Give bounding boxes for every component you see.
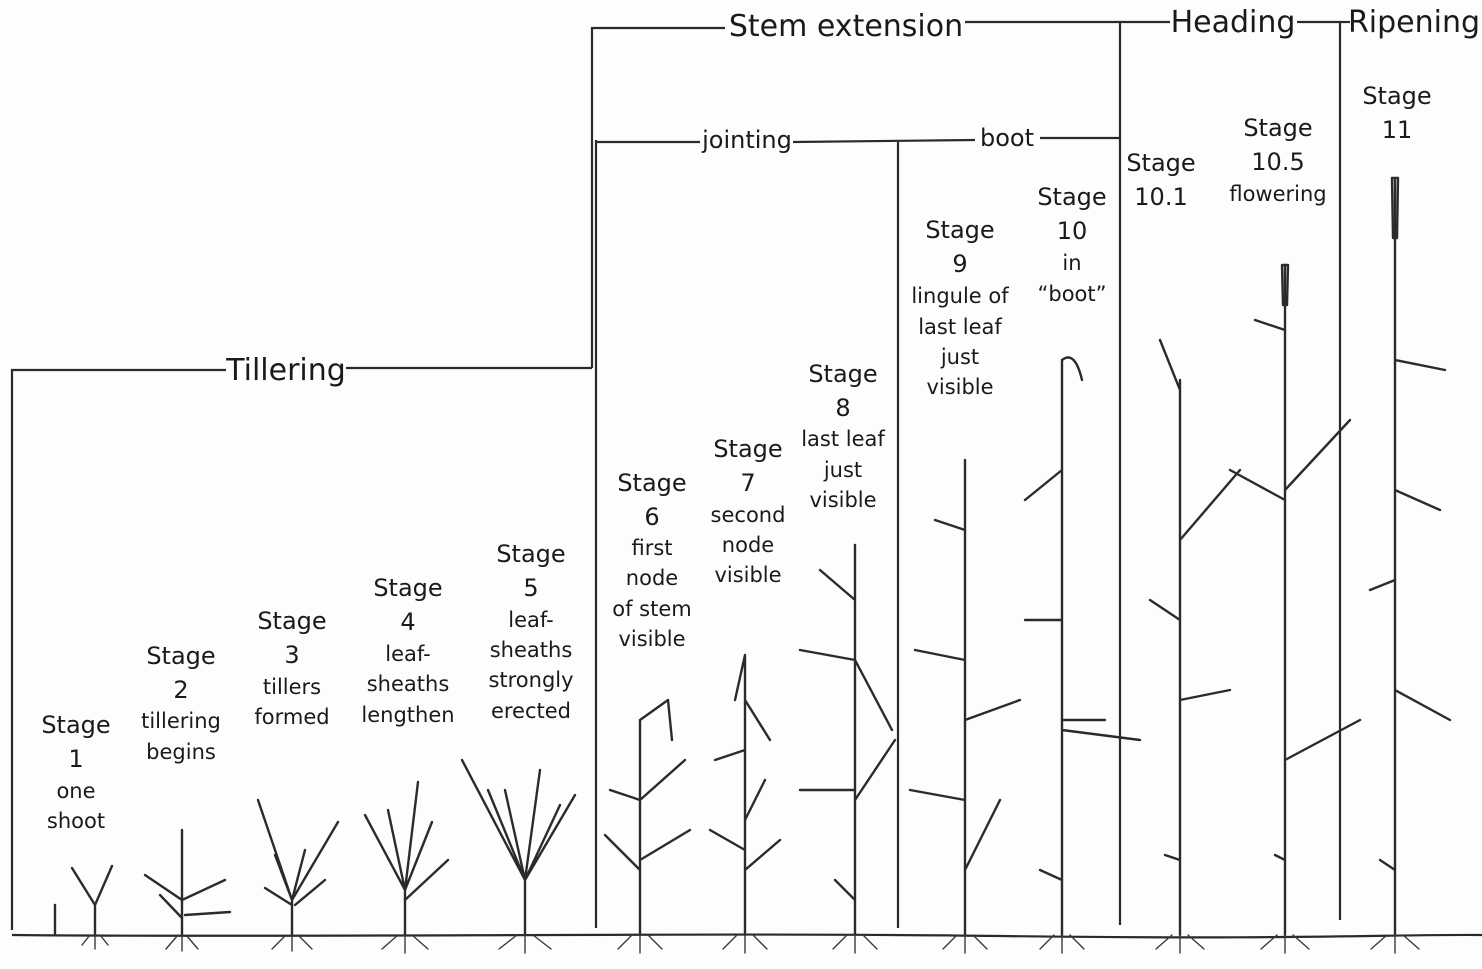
plant-stage-10-1	[1150, 340, 1240, 953]
svg-text:flowering: flowering	[1229, 182, 1326, 206]
svg-text:one: one	[56, 779, 95, 803]
svg-text:Stage: Stage	[713, 435, 782, 463]
plant-stage-4	[365, 782, 448, 953]
stage-4-label: Stage 4 leaf- sheaths lengthen	[361, 574, 454, 727]
svg-text:visible: visible	[809, 488, 876, 512]
ground-line	[12, 935, 1482, 938]
stage-10-1-label: Stage 10.1	[1126, 149, 1195, 211]
phase-ripening: Ripening	[1348, 5, 1480, 40]
svg-text:lengthen: lengthen	[361, 703, 454, 727]
svg-text:strongly: strongly	[488, 668, 573, 692]
svg-text:visible: visible	[618, 627, 685, 651]
svg-text:in: in	[1062, 251, 1081, 275]
phase-heading: Heading	[1171, 5, 1296, 40]
plant-stage-2	[145, 830, 230, 951]
stage-6-label: Stage 6 first node of stem visible	[612, 469, 691, 651]
svg-text:7: 7	[740, 469, 755, 497]
svg-text:10.1: 10.1	[1134, 183, 1187, 211]
svg-text:Stage: Stage	[257, 607, 326, 635]
svg-text:leaf-: leaf-	[385, 642, 430, 666]
svg-text:formed: formed	[254, 705, 329, 729]
svg-text:node: node	[626, 566, 678, 590]
plant-stage-7	[710, 655, 780, 953]
stage-1-label: Stage 1 one shoot	[41, 711, 110, 833]
svg-text:Stage: Stage	[146, 642, 215, 670]
stage-8-label: Stage 8 last leaf just visible	[801, 360, 885, 512]
svg-text:visible: visible	[926, 375, 993, 399]
svg-text:1: 1	[68, 745, 83, 773]
svg-text:4: 4	[400, 608, 415, 636]
svg-text:tillering: tillering	[141, 709, 221, 733]
plant-stage-9	[910, 460, 1020, 953]
svg-text:Stage: Stage	[1037, 183, 1106, 211]
svg-text:begins: begins	[146, 740, 216, 764]
svg-text:second: second	[711, 503, 786, 527]
svg-text:8: 8	[835, 394, 850, 422]
svg-text:10.5: 10.5	[1251, 148, 1304, 176]
phase-tillering: Tillering	[225, 353, 346, 388]
stage-11-label: Stage 11	[1362, 82, 1431, 144]
svg-text:Stage: Stage	[1243, 114, 1312, 142]
stage-9-label: Stage 9 lingule of last leaf just visibl…	[911, 216, 1009, 399]
svg-text:3: 3	[284, 641, 299, 669]
svg-text:Stage: Stage	[617, 469, 686, 497]
svg-text:Stage: Stage	[373, 574, 442, 602]
plant-stage-3	[258, 800, 338, 951]
svg-text:Stage: Stage	[496, 540, 565, 568]
stage-3-label: Stage 3 tillers formed	[254, 607, 329, 729]
stage-2-label: Stage 2 tillering begins	[141, 642, 221, 764]
stage-5-label: Stage 5 leaf- sheaths strongly erected	[488, 540, 573, 723]
svg-text:just: just	[823, 458, 862, 482]
subphase-boot: boot	[980, 124, 1034, 152]
svg-text:Stage: Stage	[925, 216, 994, 244]
svg-text:erected: erected	[491, 699, 571, 723]
svg-text:“boot”: “boot”	[1037, 282, 1106, 306]
stage-10-label: Stage 10 in “boot”	[1037, 183, 1106, 306]
svg-text:just: just	[940, 345, 979, 369]
svg-text:Stage: Stage	[41, 711, 110, 739]
svg-text:5: 5	[523, 574, 538, 602]
svg-text:lingule of: lingule of	[911, 284, 1009, 308]
svg-text:leaf-: leaf-	[508, 608, 553, 632]
svg-text:10: 10	[1057, 217, 1088, 245]
stage-10-5-label: Stage 10.5 flowering	[1229, 114, 1326, 206]
subphase-jointing: jointing	[701, 126, 792, 154]
svg-text:Stage: Stage	[1362, 82, 1431, 110]
svg-text:Stage: Stage	[808, 360, 877, 388]
svg-text:shoot: shoot	[47, 809, 105, 833]
stage-7-label: Stage 7 second node visible	[711, 435, 786, 587]
plant-stage-6	[605, 700, 690, 953]
plant-stage-8	[800, 545, 895, 953]
plant-stage-10	[1025, 358, 1140, 954]
svg-text:9: 9	[952, 250, 967, 278]
phase-stem-extension: Stem extension	[729, 9, 963, 44]
svg-text:visible: visible	[714, 563, 781, 587]
svg-text:2: 2	[173, 676, 188, 704]
svg-text:Stage: Stage	[1126, 149, 1195, 177]
svg-text:node: node	[722, 533, 774, 557]
svg-text:sheaths: sheaths	[490, 638, 573, 662]
svg-text:6: 6	[644, 503, 659, 531]
plant-stage-11	[1370, 178, 1450, 953]
plant-stage-5	[462, 760, 575, 953]
svg-text:first: first	[631, 536, 672, 560]
svg-text:last leaf: last leaf	[801, 427, 885, 451]
svg-text:last leaf: last leaf	[918, 315, 1002, 339]
svg-text:sheaths: sheaths	[367, 672, 450, 696]
svg-text:11: 11	[1382, 116, 1413, 144]
svg-text:tillers: tillers	[263, 675, 321, 699]
svg-text:of stem: of stem	[612, 597, 691, 621]
